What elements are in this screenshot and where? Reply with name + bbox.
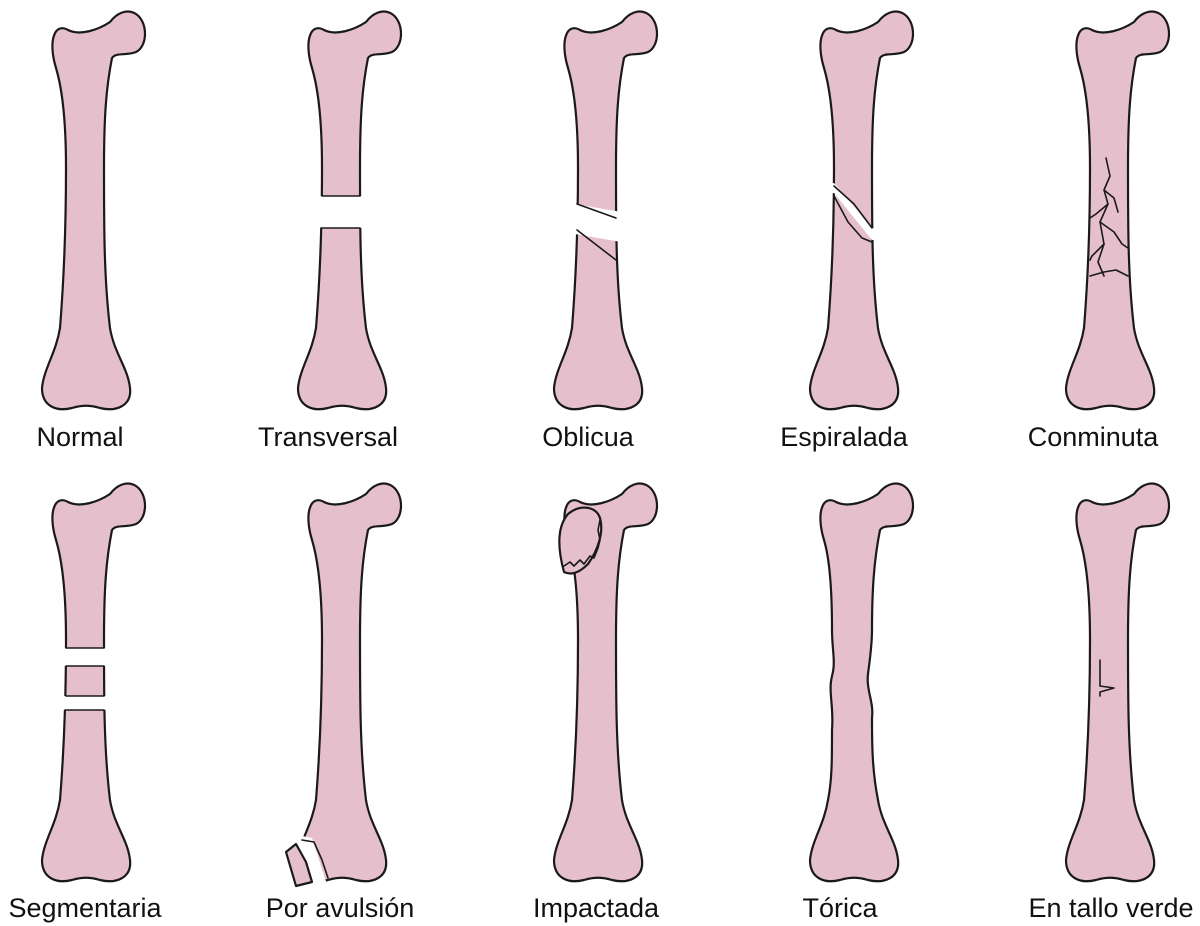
bone-impactada xyxy=(552,482,659,883)
label-por-avulsion: Por avulsión xyxy=(266,893,415,923)
label-impactada: Impactada xyxy=(533,893,660,923)
bone-espiralada xyxy=(808,10,915,411)
bone-normal xyxy=(40,10,147,411)
bone-en-tallo-verde xyxy=(1064,482,1171,883)
bone-conminuta xyxy=(1064,10,1171,411)
bone-por-avulsion xyxy=(284,482,403,888)
label-conminuta: Conminuta xyxy=(1028,422,1160,452)
label-en-tallo-verde: En tallo verde xyxy=(1028,893,1193,923)
bone-torica xyxy=(808,482,915,883)
bone-transversal xyxy=(296,10,403,411)
label-transversal: Transversal xyxy=(258,422,398,452)
label-espiralada: Espiralada xyxy=(780,422,909,452)
label-oblicua: Oblicua xyxy=(542,422,635,452)
bone-oblicua xyxy=(552,10,659,411)
label-torica: Tórica xyxy=(802,893,878,923)
label-segmentaria: Segmentaria xyxy=(8,893,162,923)
bone-segmentaria xyxy=(40,482,147,883)
avulsed-fragment xyxy=(284,842,314,888)
label-normal: Normal xyxy=(36,422,123,452)
